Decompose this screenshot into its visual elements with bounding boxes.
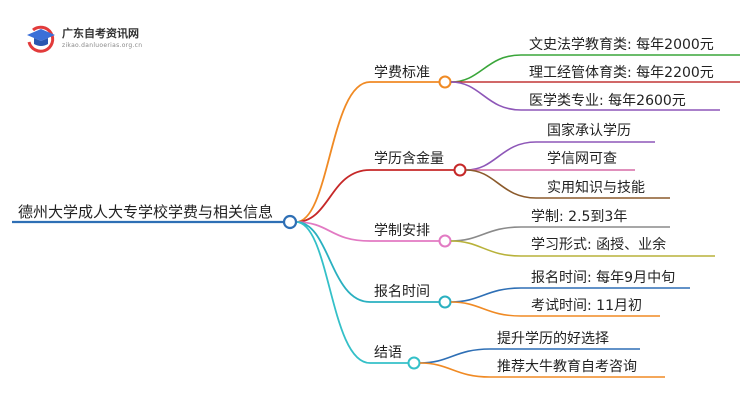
leaf-fees-medical-label: 医学类专业: 每年2600元 bbox=[529, 93, 686, 109]
leaf-value-chsi-label: 学信网可查 bbox=[547, 151, 617, 167]
leaf-connector bbox=[465, 141, 537, 171]
leaf-connector bbox=[450, 226, 522, 242]
leaf-conclusion-consult-label: 推荐大牛教育自考咨询 bbox=[497, 359, 637, 375]
branch-connector bbox=[295, 169, 371, 223]
leaf-value-skills-label: 实用知识与技能 bbox=[547, 180, 645, 196]
leaf-dates-exam-label: 考试时间: 11月初 bbox=[531, 298, 642, 314]
branch-value-label: 学历含金量 bbox=[374, 151, 444, 167]
leaf-conclusion-choice-label: 提升学历的好选择 bbox=[497, 331, 609, 347]
leaf-connector bbox=[419, 362, 491, 378]
leaf-schedule-duration-label: 学制: 2.5到3年 bbox=[531, 209, 628, 225]
leaf-connector bbox=[419, 348, 491, 364]
leaf-connector bbox=[450, 81, 522, 111]
leaf-fees-arts-label: 文史法学教育类: 每年2000元 bbox=[529, 37, 714, 53]
leaf-connector bbox=[450, 287, 522, 303]
branch-connector bbox=[295, 221, 371, 364]
leaf-schedule-format-label: 学习形式: 函授、业余 bbox=[531, 237, 667, 253]
branch-node-dot bbox=[453, 163, 467, 177]
logo-title: 广东自考资讯网 bbox=[62, 27, 139, 40]
leaf-connector bbox=[450, 240, 522, 257]
leaf-connector bbox=[450, 301, 522, 317]
branch-connector bbox=[295, 221, 371, 303]
branch-conclusion-label: 结语 bbox=[374, 345, 402, 361]
branch-connector bbox=[295, 221, 371, 242]
site-logo[interactable]: 广东自考资讯网 zikao.danluoerias.org.cn bbox=[24, 22, 174, 58]
branch-node-dot bbox=[438, 234, 452, 248]
leaf-connector bbox=[450, 54, 522, 83]
graduation-cap-icon bbox=[27, 25, 55, 53]
leaf-value-recognized-label: 国家承认学历 bbox=[547, 123, 631, 139]
root-node-dot bbox=[282, 214, 298, 230]
branch-dates-label: 报名时间 bbox=[374, 284, 430, 300]
leaf-connector bbox=[465, 169, 537, 199]
branch-schedule-label: 学制安排 bbox=[374, 223, 430, 239]
leaf-dates-registration-label: 报名时间: 每年9月中旬 bbox=[531, 270, 676, 286]
branch-node-dot bbox=[407, 356, 421, 370]
branch-node-dot bbox=[438, 295, 452, 309]
branch-connector bbox=[295, 81, 371, 223]
branch-fees-label: 学费标准 bbox=[374, 65, 430, 81]
leaf-fees-science-label: 理工经管体育类: 每年2200元 bbox=[529, 65, 714, 81]
logo-subtitle: zikao.danluoerias.org.cn bbox=[62, 42, 143, 49]
branch-node-dot bbox=[438, 75, 452, 89]
root-node-label: 德州大学成人大专学校学费与相关信息 bbox=[18, 203, 274, 221]
